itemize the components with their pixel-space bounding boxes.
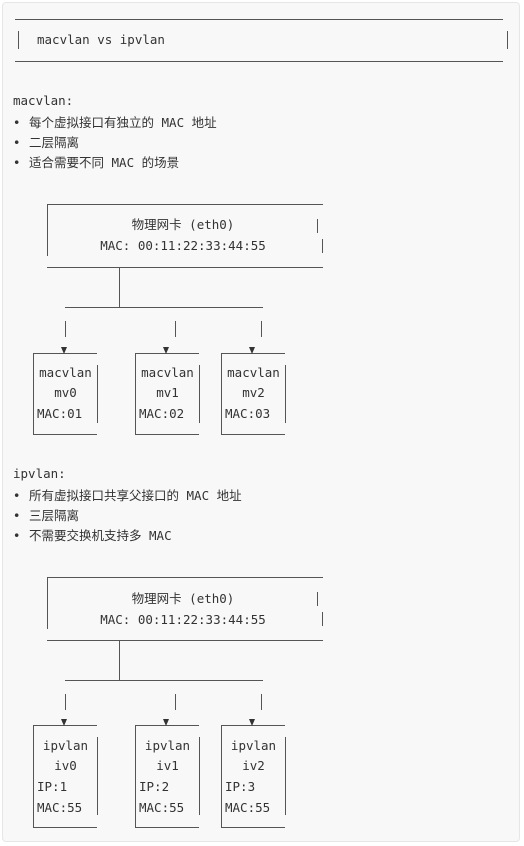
ipvlan-child-box-right <box>199 737 200 815</box>
title-box-right <box>507 31 508 49</box>
macvlan-child-name: mv2 <box>242 385 265 400</box>
ipvlan-bullet: •三层隔离 <box>13 508 80 523</box>
ipvlan-nic-box-bottom <box>47 640 323 641</box>
ipvlan-child-detail: MAC:55 <box>225 800 271 815</box>
arrow-down-icon <box>61 719 67 726</box>
macvlan-child-detail: MAC:01 <box>37 406 83 421</box>
ipvlan-child-name: iv0 <box>54 758 77 773</box>
ipvlan-drop-line <box>65 694 66 710</box>
ipvlan-child-name: iv2 <box>242 758 265 773</box>
ipvlan-drop-line <box>175 694 176 710</box>
macvlan-bullet: •适合需要不同 MAC 的场景 <box>13 155 180 170</box>
macvlan-nic-mac: MAC: 00:11:22:33:44:55 <box>100 238 266 253</box>
macvlan-child-box-bottom <box>135 434 199 435</box>
ipvlan-drop-line <box>261 694 262 710</box>
macvlan-nic-box-top <box>47 204 323 205</box>
page-title: macvlan vs ipvlan <box>37 32 165 47</box>
arrow-down-icon <box>163 719 169 726</box>
ipvlan-child-box-right <box>285 737 286 815</box>
macvlan-child-box-left <box>221 353 222 435</box>
macvlan-child-type: macvlan <box>39 365 92 380</box>
ipvlan-child-type: ipvlan <box>144 738 191 753</box>
ipvlan-child-type: ipvlan <box>230 738 277 753</box>
ipvlan-bullet: •不需要交换机支持多 MAC <box>13 528 172 543</box>
macvlan-bullet: •二层隔离 <box>13 135 80 150</box>
macvlan-drop-line <box>261 321 262 337</box>
macvlan-drop-line <box>175 321 176 337</box>
macvlan-branch-line <box>65 307 263 308</box>
macvlan-child-detail: MAC:02 <box>139 406 185 421</box>
macvlan-trunk-line <box>119 268 120 308</box>
arrow-down-icon <box>163 347 169 354</box>
macvlan-child-box-bottom <box>221 434 285 435</box>
macvlan-nic-name: 物理网卡 (eth0) <box>131 217 235 232</box>
macvlan-drop-line <box>65 321 66 337</box>
ipvlan-nic-box-right-bottom <box>322 612 323 626</box>
ipvlan-child-ip: IP:3 <box>225 779 256 794</box>
macvlan-child-type: macvlan <box>141 365 194 380</box>
macvlan-heading: macvlan: <box>13 93 74 108</box>
ipvlan-child-box-left <box>135 725 136 828</box>
ipvlan-child-ip: IP:2 <box>139 779 170 794</box>
ipvlan-branch-line <box>65 680 263 681</box>
macvlan-nic-box-left <box>47 204 48 256</box>
macvlan-child-name: mv0 <box>54 385 77 400</box>
arrow-down-icon <box>249 347 255 354</box>
macvlan-child-name: mv1 <box>156 385 179 400</box>
ipvlan-child-box-left <box>221 725 222 828</box>
macvlan-nic-box-right-bottom <box>322 239 323 253</box>
macvlan-nic-box-bottom <box>47 267 323 268</box>
ipvlan-heading: ipvlan: <box>13 466 66 481</box>
ipvlan-bullet: •所有虚拟接口共享父接口的 MAC 地址 <box>13 488 242 503</box>
title-box-bottom <box>15 61 503 62</box>
macvlan-bullet: •每个虚拟接口有独立的 MAC 地址 <box>13 115 217 130</box>
ipvlan-nic-mac: MAC: 00:11:22:33:44:55 <box>100 612 266 627</box>
ipvlan-nic-box-right-top <box>317 592 318 606</box>
ipvlan-child-detail: MAC:55 <box>37 800 83 815</box>
macvlan-child-box-right <box>97 365 98 423</box>
ipvlan-child-box-right <box>97 737 98 815</box>
ipvlan-child-detail: MAC:55 <box>139 800 185 815</box>
title-box-top <box>15 19 503 20</box>
ipvlan-nic-box-top <box>47 577 323 578</box>
ipvlan-child-box-bottom <box>221 827 285 828</box>
macvlan-nic-box-right-top <box>317 219 318 233</box>
ipvlan-child-box-bottom <box>33 827 97 828</box>
ipvlan-nic-box-left <box>47 577 48 629</box>
macvlan-child-box-left <box>135 353 136 435</box>
ipvlan-child-type: ipvlan <box>42 738 89 753</box>
macvlan-child-type: macvlan <box>227 365 280 380</box>
ipvlan-child-box-bottom <box>135 827 199 828</box>
arrow-down-icon <box>249 719 255 726</box>
macvlan-child-box-right <box>285 365 286 423</box>
macvlan-child-box-right <box>199 365 200 423</box>
ipvlan-child-name: iv1 <box>156 758 179 773</box>
title-box-left <box>18 31 19 49</box>
macvlan-child-box-left <box>33 353 34 435</box>
macvlan-child-box-bottom <box>33 434 97 435</box>
ipvlan-trunk-line <box>119 641 120 681</box>
ipvlan-child-box-left <box>33 725 34 828</box>
ipvlan-child-ip: IP:1 <box>37 779 68 794</box>
ipvlan-nic-name: 物理网卡 (eth0) <box>131 591 235 606</box>
arrow-down-icon <box>61 347 67 354</box>
macvlan-child-detail: MAC:03 <box>225 406 271 421</box>
